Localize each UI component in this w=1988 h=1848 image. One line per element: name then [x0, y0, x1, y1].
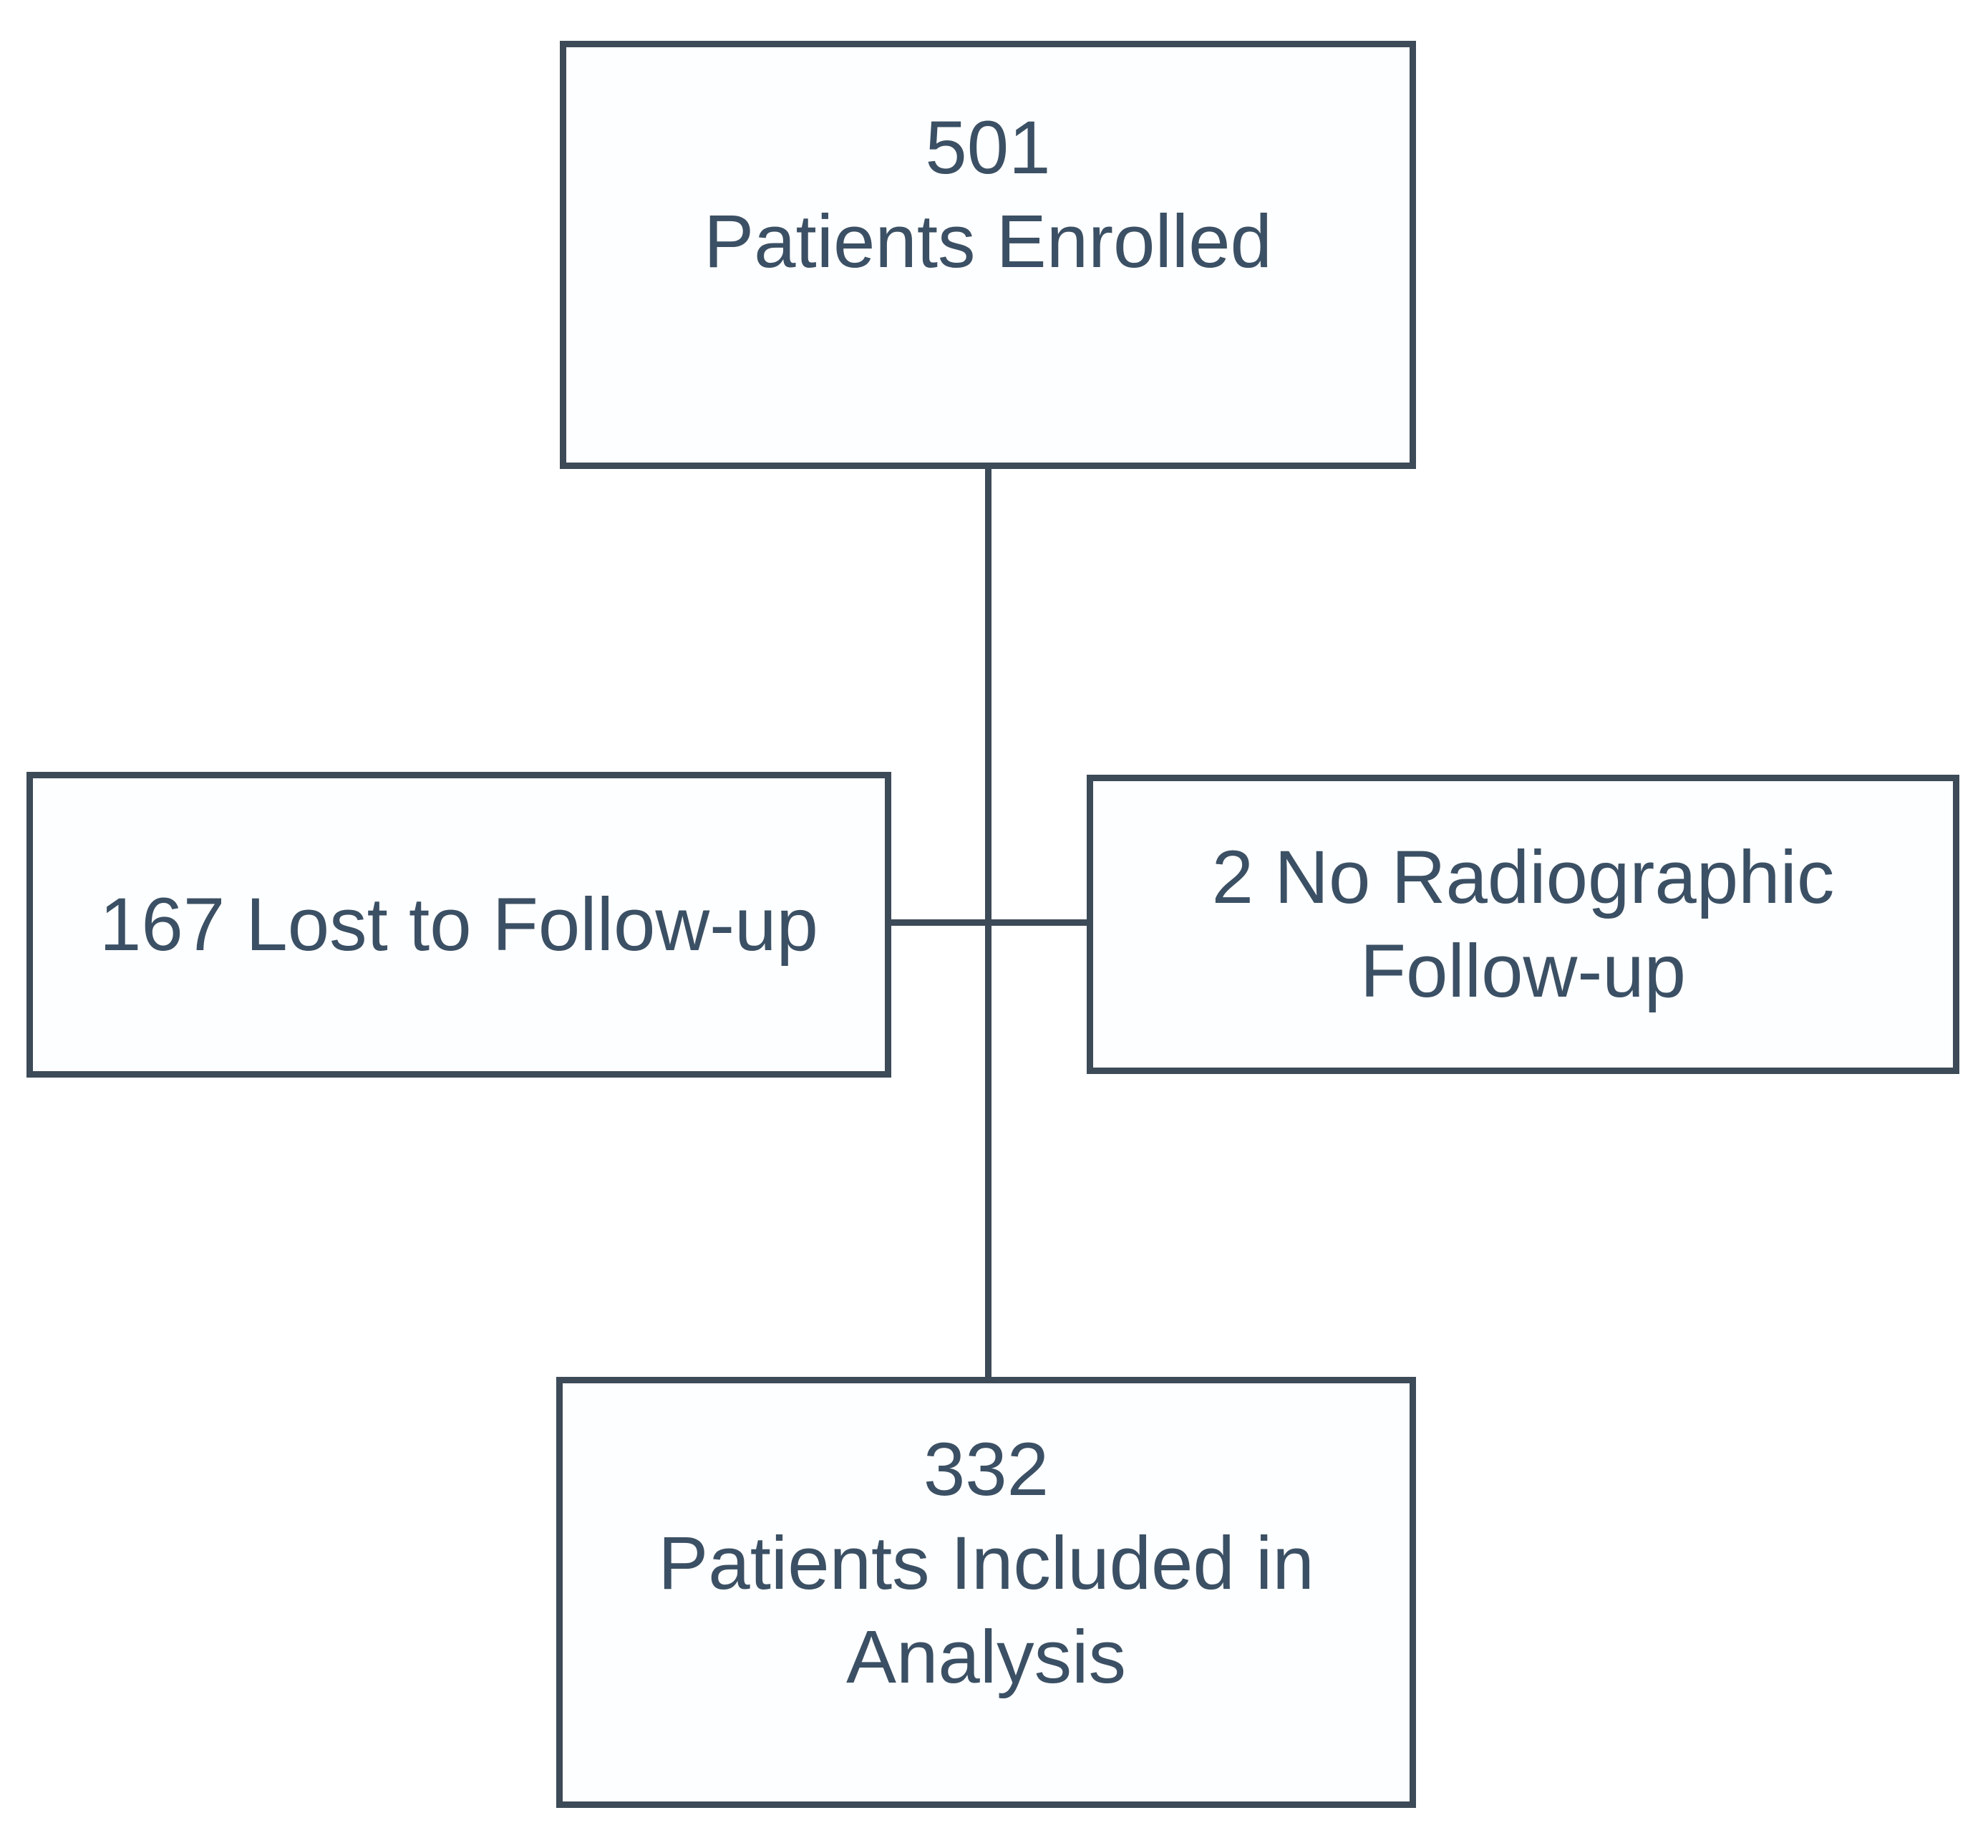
enrolled-count: 501: [925, 106, 1051, 190]
box-patients-enrolled: 501 Patients Enrolled: [560, 41, 1416, 469]
box-patients-included-in-analysis: 332 Patients Included in Analysis: [556, 1377, 1416, 1808]
lost-to-followup-text: 167 Lost to Follow-up: [100, 883, 818, 967]
no-radiographic-line2: Follow-up: [1359, 929, 1687, 1013]
enrolled-label: Patients Enrolled: [704, 200, 1272, 284]
connector-horizontal-line: [888, 919, 1090, 926]
no-radiographic-line1: 2 No Radiographic: [1211, 836, 1835, 919]
included-label-line1: Patients Included in: [658, 1522, 1314, 1605]
box-no-radiographic-followup: 2 No Radiographic Follow-up: [1087, 775, 1959, 1074]
included-label-line2: Analysis: [846, 1615, 1126, 1699]
included-count: 332: [923, 1428, 1049, 1511]
box-lost-to-followup: 167 Lost to Follow-up: [26, 772, 891, 1078]
